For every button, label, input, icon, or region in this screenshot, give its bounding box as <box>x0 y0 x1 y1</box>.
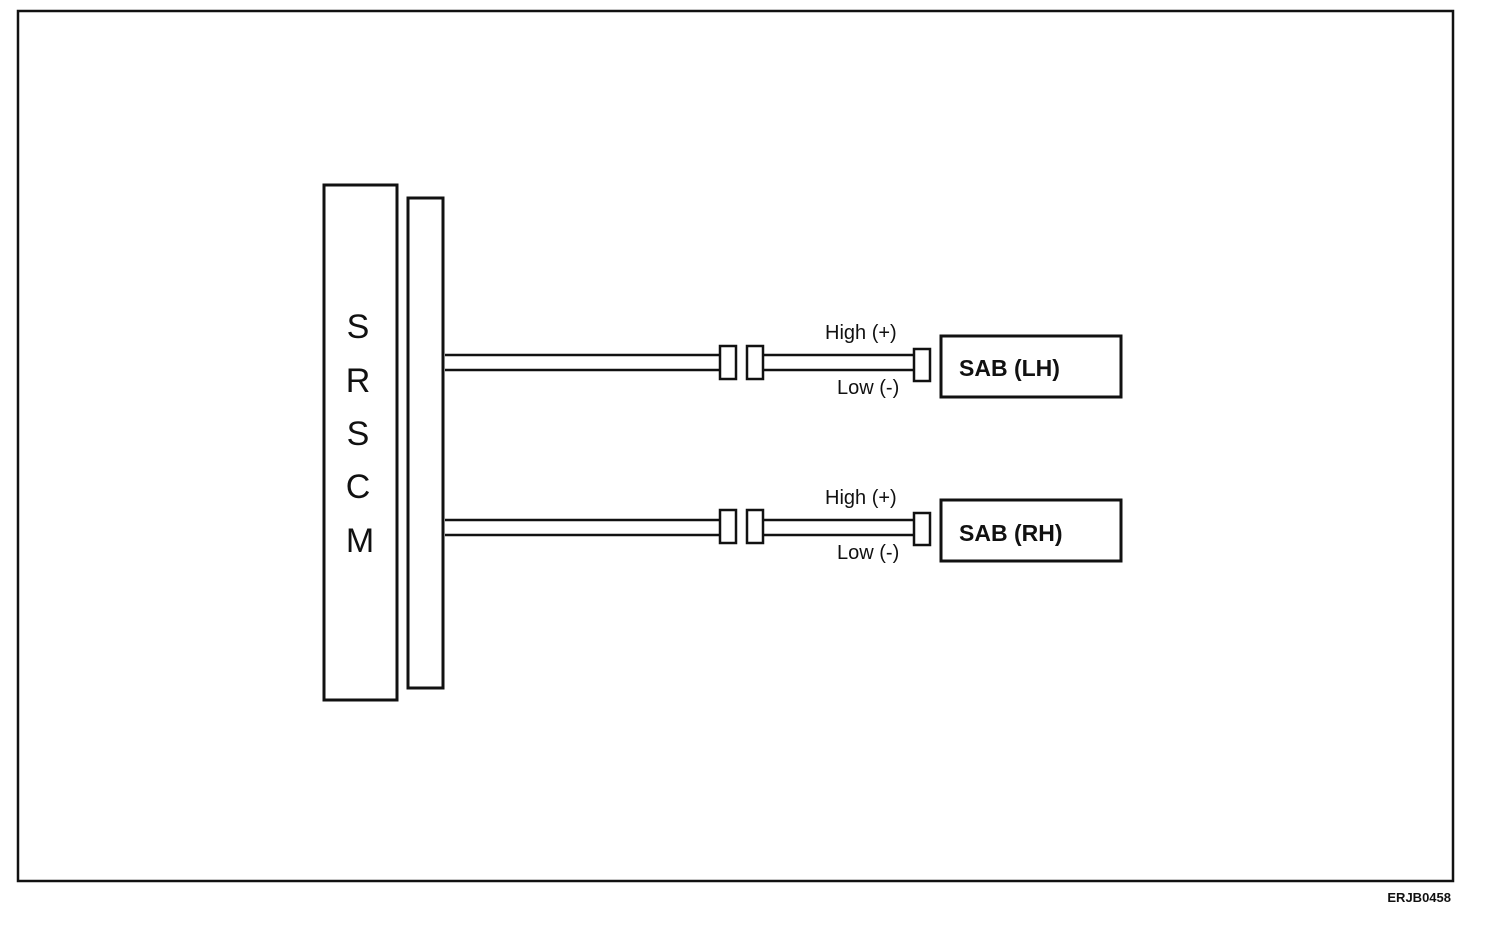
harness-connector-female <box>745 508 765 545</box>
sab-rh-box <box>939 498 1123 563</box>
sab-lh-box <box>939 334 1123 399</box>
srscm-letter: M <box>346 522 374 560</box>
sab-rh-label: SAB (RH) <box>959 520 1063 546</box>
low-label: Low (-) <box>837 542 899 564</box>
high-label: High (+) <box>825 487 897 509</box>
figure-code: ERJB0458 <box>1387 890 1451 905</box>
srscm-letter: S <box>347 415 370 453</box>
low-label: Low (-) <box>837 377 899 399</box>
srscm-connector <box>406 196 445 690</box>
harness-connector-male <box>718 344 738 381</box>
srscm-letter: S <box>347 308 370 346</box>
srscm-module: S R S C M <box>322 183 399 702</box>
srscm-box <box>322 183 399 702</box>
airbag-connector <box>912 347 932 383</box>
high-label: High (+) <box>825 322 897 344</box>
diagram-frame <box>16 9 1455 883</box>
sab-lh-label: SAB (LH) <box>959 355 1060 381</box>
circuit-sab-lh: High (+) Low (-) SAB (LH) <box>445 322 1123 399</box>
srscm-letter: C <box>346 468 371 506</box>
circuit-sab-rh: High (+) Low (-) SAB (RH) <box>445 487 1123 564</box>
harness-connector-male <box>718 508 738 545</box>
airbag-connector <box>912 511 932 547</box>
harness-connector-female <box>745 344 765 381</box>
srscm-letter: R <box>346 362 371 400</box>
